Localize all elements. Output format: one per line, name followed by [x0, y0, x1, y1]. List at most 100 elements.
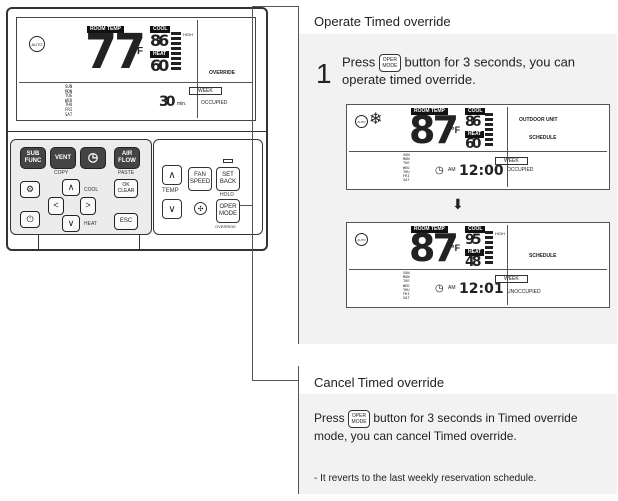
ok-clear-button[interactable]: OK CLEAR	[114, 179, 138, 198]
day-sun: SUN	[65, 84, 73, 89]
room-temp-tag: ROOM TEMP	[411, 226, 448, 233]
cool-setpoint: 86	[465, 114, 482, 130]
operate-section-title: Operate Timed override	[314, 14, 451, 29]
fan-level-bars	[171, 32, 181, 72]
chevron-down-icon: ∨	[67, 217, 75, 228]
day-tue: TUE	[403, 161, 410, 166]
status-label: OCCUPIED	[507, 167, 534, 173]
callout-line-h2	[298, 366, 299, 394]
unit-label: °F	[133, 46, 144, 57]
day-list: SUN MON TUE WED THU FRI SAT	[65, 84, 73, 117]
day-tue: TUE	[403, 279, 410, 284]
sub-func-button[interactable]: SUB FUNC	[20, 147, 46, 169]
heat-label: HEAT	[84, 221, 97, 227]
room-temp-tag: ROOM TEMP	[411, 108, 448, 115]
left-arrow-button[interactable]: <	[48, 197, 64, 215]
lcd-screen-2: AUTO ROOM TEMP 87 °F COOL 95 HEAT 48 HIG…	[346, 222, 610, 308]
auto-mode-icon: AUTO	[29, 36, 45, 52]
oper-mode-inline-button: OPER MODE	[378, 54, 401, 72]
indicator-dash	[223, 159, 233, 163]
room-temp-tag: ROOM TEMP	[87, 26, 124, 33]
day-tue: TUE	[65, 93, 73, 99]
override-button-label: OVERRIDE	[215, 224, 236, 229]
device-stand	[38, 235, 140, 250]
day-sat: SAT	[403, 178, 410, 183]
set-back-button[interactable]: SET BACK	[216, 167, 240, 191]
chevron-right-icon: >	[85, 200, 91, 211]
clock-icon: ◷	[435, 283, 444, 294]
timer-unit: min.	[177, 101, 187, 107]
heat-tag: HEAT	[465, 249, 485, 256]
cool-tag: COOL	[465, 226, 486, 233]
week-label: WEEK	[495, 275, 528, 283]
occupied-label: OCCUPIED	[201, 100, 228, 106]
chevron-up-icon: ∧	[67, 181, 75, 192]
snowflake-icon: ❄	[369, 111, 383, 128]
lcd-screen-1: AUTO ❄ ROOM TEMP 87 °F COOL 86 HEAT 60 O…	[346, 104, 610, 190]
down-arrow-button[interactable]: ∨	[62, 215, 80, 232]
esc-button[interactable]: ESC	[114, 213, 138, 230]
day-sun: SUN	[403, 271, 410, 275]
cool-setpoint: 86	[150, 31, 169, 50]
room-temperature-display: 87	[409, 108, 459, 152]
right-arrow-button[interactable]: >	[80, 197, 96, 215]
status-label: UNOCCUPIED	[507, 289, 541, 295]
timer-button[interactable]: ◷	[80, 147, 106, 169]
cancel-section-title: Cancel Timed override	[314, 375, 445, 390]
cool-label: COOL	[84, 187, 99, 193]
down-arrow-icon: ⬇	[452, 196, 464, 212]
room-temperature-display: 87	[409, 226, 459, 270]
fan-speed-button[interactable]: FAN SPEED	[188, 167, 212, 191]
callout-line-vertical	[252, 6, 253, 380]
am-label: AM	[448, 285, 456, 291]
outdoor-unit-label: OUTDOOR UNIT	[519, 117, 558, 123]
cool-setpoint: 95	[465, 232, 482, 248]
clock-time: 12:00	[459, 163, 504, 179]
timer-value: 30	[159, 94, 176, 110]
heat-tag: HEAT	[465, 131, 485, 138]
lcd-hdivider	[349, 151, 607, 152]
lcd-divider	[507, 107, 508, 187]
heat-setpoint: 48	[465, 254, 482, 270]
lcd-hdivider	[349, 269, 607, 270]
temp-label: TEMP	[162, 188, 179, 194]
day-thu: THU	[65, 102, 73, 108]
schedule-label: SCHEDULE	[529, 135, 557, 141]
paste-label: PASTE	[118, 170, 135, 176]
vent-button[interactable]: VENT	[50, 147, 76, 169]
power-button[interactable]: ⏻	[20, 211, 40, 228]
day-wed: WED	[403, 165, 410, 170]
power-icon: ⏻	[26, 213, 34, 224]
day-list: SUN MON TUE WED THU FRI SAT	[403, 153, 410, 182]
air-flow-button[interactable]: AIR FLOW	[114, 147, 140, 169]
day-sat: SAT	[403, 296, 410, 301]
day-fri: FRI	[65, 106, 73, 112]
instruction-prefix: Press	[342, 54, 376, 70]
oper-mode-button[interactable]: OPER MODE	[216, 199, 240, 223]
cancel-instruction: Press OPER MODE button for 3 seconds in …	[314, 410, 604, 444]
day-fri: FRI	[403, 174, 410, 179]
oper-mode-inline-button: OPER MODE	[348, 410, 371, 428]
am-label: AM	[448, 167, 456, 173]
cool-tag: COOL	[465, 108, 486, 115]
step-number: 1	[316, 58, 332, 89]
chevron-down-icon: ∨	[168, 203, 176, 215]
settings-button[interactable]: ⚙	[20, 181, 40, 198]
copy-label: COPY	[54, 170, 69, 176]
temp-up-button[interactable]: ∧	[162, 165, 182, 185]
lcd-hdivider	[19, 82, 253, 83]
clock-icon: ◷	[435, 165, 444, 176]
up-arrow-button[interactable]: ∧	[62, 179, 80, 196]
lcd-divider	[197, 20, 198, 118]
heat-setpoint: 60	[465, 136, 482, 152]
day-list: SUN MON TUE WED THU FRI SAT	[403, 271, 410, 300]
temp-down-button[interactable]: ∨	[162, 199, 182, 219]
day-wed: WED	[65, 97, 73, 103]
override-label: OVERRIDE	[209, 70, 236, 76]
device-lcd: AUTO ROOM TEMP 77 °F COOL 86 HEAT 60 HIG…	[16, 17, 256, 121]
hold-label: HOLD	[220, 192, 234, 198]
callout-line-top	[252, 6, 298, 7]
day-fri: FRI	[403, 292, 410, 297]
callout-line	[240, 205, 252, 206]
day-thu: THU	[403, 287, 410, 292]
